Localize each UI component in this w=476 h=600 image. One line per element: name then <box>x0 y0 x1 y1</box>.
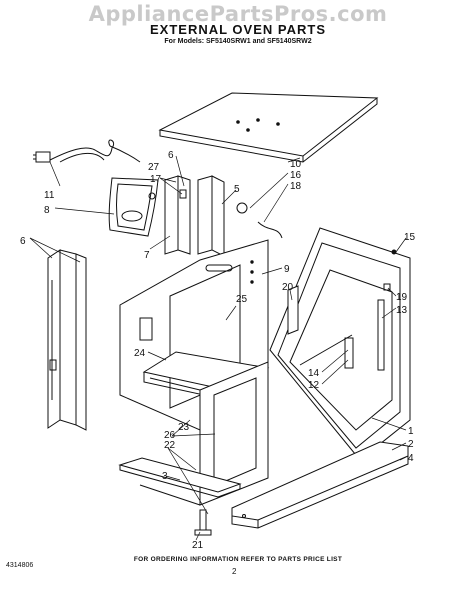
bottom-rail <box>118 457 242 498</box>
callout-13: 13 <box>396 305 408 316</box>
front-frame <box>139 361 269 506</box>
callout-labels: 11 8 7 6 6 27 17 5 10 16 18 9 25 20 24 1… <box>20 150 416 551</box>
callout-17: 17 <box>150 174 162 185</box>
leveling-leg <box>194 509 212 536</box>
callout-11: 11 <box>44 190 55 201</box>
callout-20: 20 <box>282 282 294 293</box>
model-subtitle: For Models: SF5140SRW1 and SF5140SRW2 <box>164 38 312 45</box>
callout-7: 7 <box>144 250 150 261</box>
callout-9: 9 <box>284 264 290 275</box>
callout-4: 4 <box>408 453 414 464</box>
callout-1: 1 <box>408 426 414 437</box>
leader-lines <box>29 155 407 541</box>
callout-22: 22 <box>164 440 176 451</box>
left-side-trim <box>47 249 87 431</box>
clip-icon <box>383 283 391 291</box>
document-number: 4314806 <box>6 562 34 569</box>
callout-26: 26 <box>164 430 176 441</box>
watermark: AppliancePartsPros.com <box>88 2 388 26</box>
callout-10: 10 <box>290 159 302 170</box>
screw-icon <box>236 202 248 214</box>
callout-12: 12 <box>308 380 320 391</box>
callout-16: 16 <box>290 170 302 181</box>
callout-19: 19 <box>396 292 408 303</box>
callout-23: 23 <box>178 422 190 433</box>
callout-2: 2 <box>408 439 414 450</box>
callout-15: 15 <box>404 232 416 243</box>
page-title: EXTERNAL OVEN PARTS <box>150 22 326 37</box>
callout-27: 27 <box>148 162 160 173</box>
callout-6-top: 6 <box>168 150 174 161</box>
rear-trim-right <box>197 175 225 257</box>
page-number: 2 <box>232 567 237 576</box>
screw-icon <box>391 249 397 255</box>
callout-25: 25 <box>236 294 248 305</box>
callout-3: 3 <box>162 471 168 482</box>
callout-6-left: 6 <box>20 236 26 247</box>
junction-box <box>108 177 159 237</box>
callout-18: 18 <box>290 181 302 192</box>
wire-harness <box>257 221 283 239</box>
power-cord <box>33 139 141 163</box>
callout-14: 14 <box>308 368 320 379</box>
ordering-note: FOR ORDERING INFORMATION REFER TO PARTS … <box>133 556 343 563</box>
callout-21: 21 <box>192 540 204 551</box>
toe-kick-panel <box>231 441 409 529</box>
callout-5: 5 <box>234 184 240 195</box>
top-panel <box>158 92 379 163</box>
rear-trim-left <box>164 175 191 255</box>
callout-8: 8 <box>44 205 50 216</box>
callout-24: 24 <box>134 348 146 359</box>
right-side-panel <box>269 227 411 461</box>
side-bracket <box>287 285 299 335</box>
